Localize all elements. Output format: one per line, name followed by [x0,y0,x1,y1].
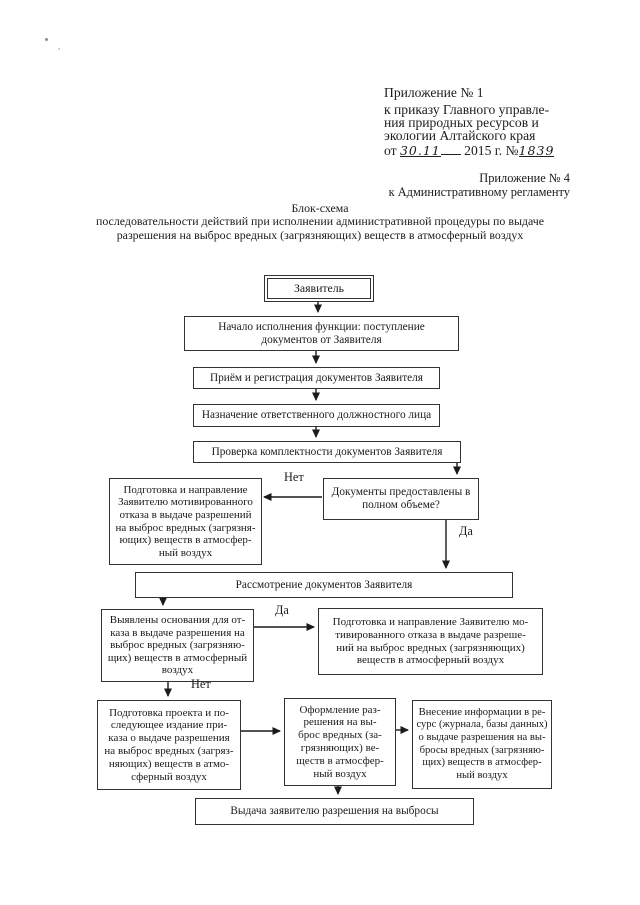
appendix4-header: Приложение № 4 к Административному регла… [300,171,570,200]
scan-speck [58,48,60,50]
appendix4-subtitle: к Административному регламенту [388,184,570,199]
appendix1-line: ния природных ресурсов и [384,115,539,130]
title-line1: Блок-схема [291,201,349,215]
edge-label-no: Нет [191,677,211,691]
node-start: Начало исполнения функции: поступление д… [184,316,459,351]
handwritten-number: 1839 [518,143,555,158]
edge-label-yes: Да [275,603,289,617]
appendix1-title: Приложение № 1 [384,85,484,100]
node-deliver-permit: Выдача заявителю разрешения на выбросы [195,798,474,825]
node-decision-refusal-grounds: Выявлены основания для от- каза в выдаче… [101,609,254,682]
node-issue-permit: Оформление раз- решения на вы- брос вред… [284,698,396,786]
handwritten-date: 30.11 [399,143,441,158]
appendix4-title: Приложение № 4 [479,171,570,185]
appendix1-line: к приказу Главного управле- [384,102,550,117]
node-applicant-inner: Заявитель [267,278,371,299]
edge-label-yes: Да [459,524,473,538]
node-assign-official: Назначение ответственного должностного л… [193,404,440,427]
blank-underline [440,143,461,155]
date-rest: 2015 г. [464,143,503,158]
edge-label-no: Нет [284,470,304,484]
node-review-documents: Рассмотрение документов Заявителя [135,572,513,598]
node-decision-docs-complete: Документы предоставлены в полном объеме? [323,478,479,520]
node-applicant: Заявитель [264,275,374,302]
title-line2: последовательности действий при исполнен… [95,214,545,229]
node-refusal-incomplete: Подготовка и направление Заявителю мотив… [109,478,262,565]
scan-speck [45,38,48,41]
document-title: Блок-схема последовательности действий п… [0,201,640,242]
node-refusal-motivated: Подготовка и направление Заявителю мо- т… [318,608,543,675]
node-record-information: Внесение информации в ре- сурс (журнала,… [412,700,552,789]
node-draft-order: Подготовка проекта и по- следующее издан… [97,700,241,790]
node-check-completeness: Проверка комплектности документов Заявит… [193,441,461,463]
appendix1-date-line: от 30.11 2015 г. №1839 [384,143,555,158]
appendix1-line: экологии Алтайского края [384,128,536,143]
title-line3: разрешения на выброс вредных (загрязняющ… [116,227,524,242]
date-prefix: от [384,143,397,158]
number-sign: № [505,143,519,158]
node-receive-register: Приём и регистрация документов Заявителя [193,367,440,389]
